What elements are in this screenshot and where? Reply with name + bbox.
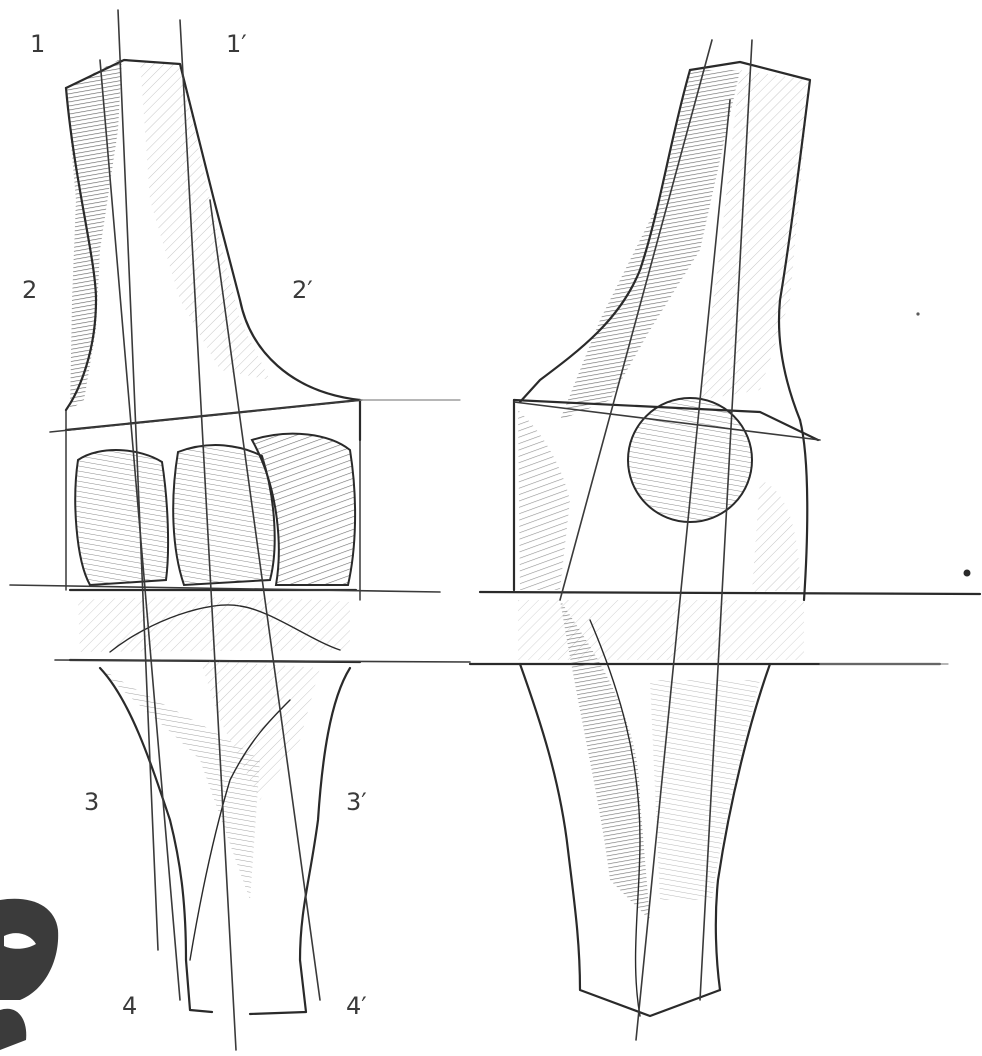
label-2: 2: [22, 278, 37, 302]
label-3-prime: 3′: [346, 790, 367, 814]
dot-marker: [964, 570, 971, 577]
left-condyles: [75, 450, 168, 585]
label-4-prime: 4′: [346, 994, 367, 1018]
label-1-prime: 1′: [226, 32, 247, 56]
label-3: 3: [84, 790, 99, 814]
left-femur-shading: [66, 58, 122, 410]
left-knee-front-view: [66, 58, 360, 1014]
label-2-prime: 2′: [292, 278, 313, 302]
corner-fragment: [0, 899, 58, 1050]
label-4: 4: [122, 994, 137, 1018]
label-1: 1: [30, 32, 45, 56]
